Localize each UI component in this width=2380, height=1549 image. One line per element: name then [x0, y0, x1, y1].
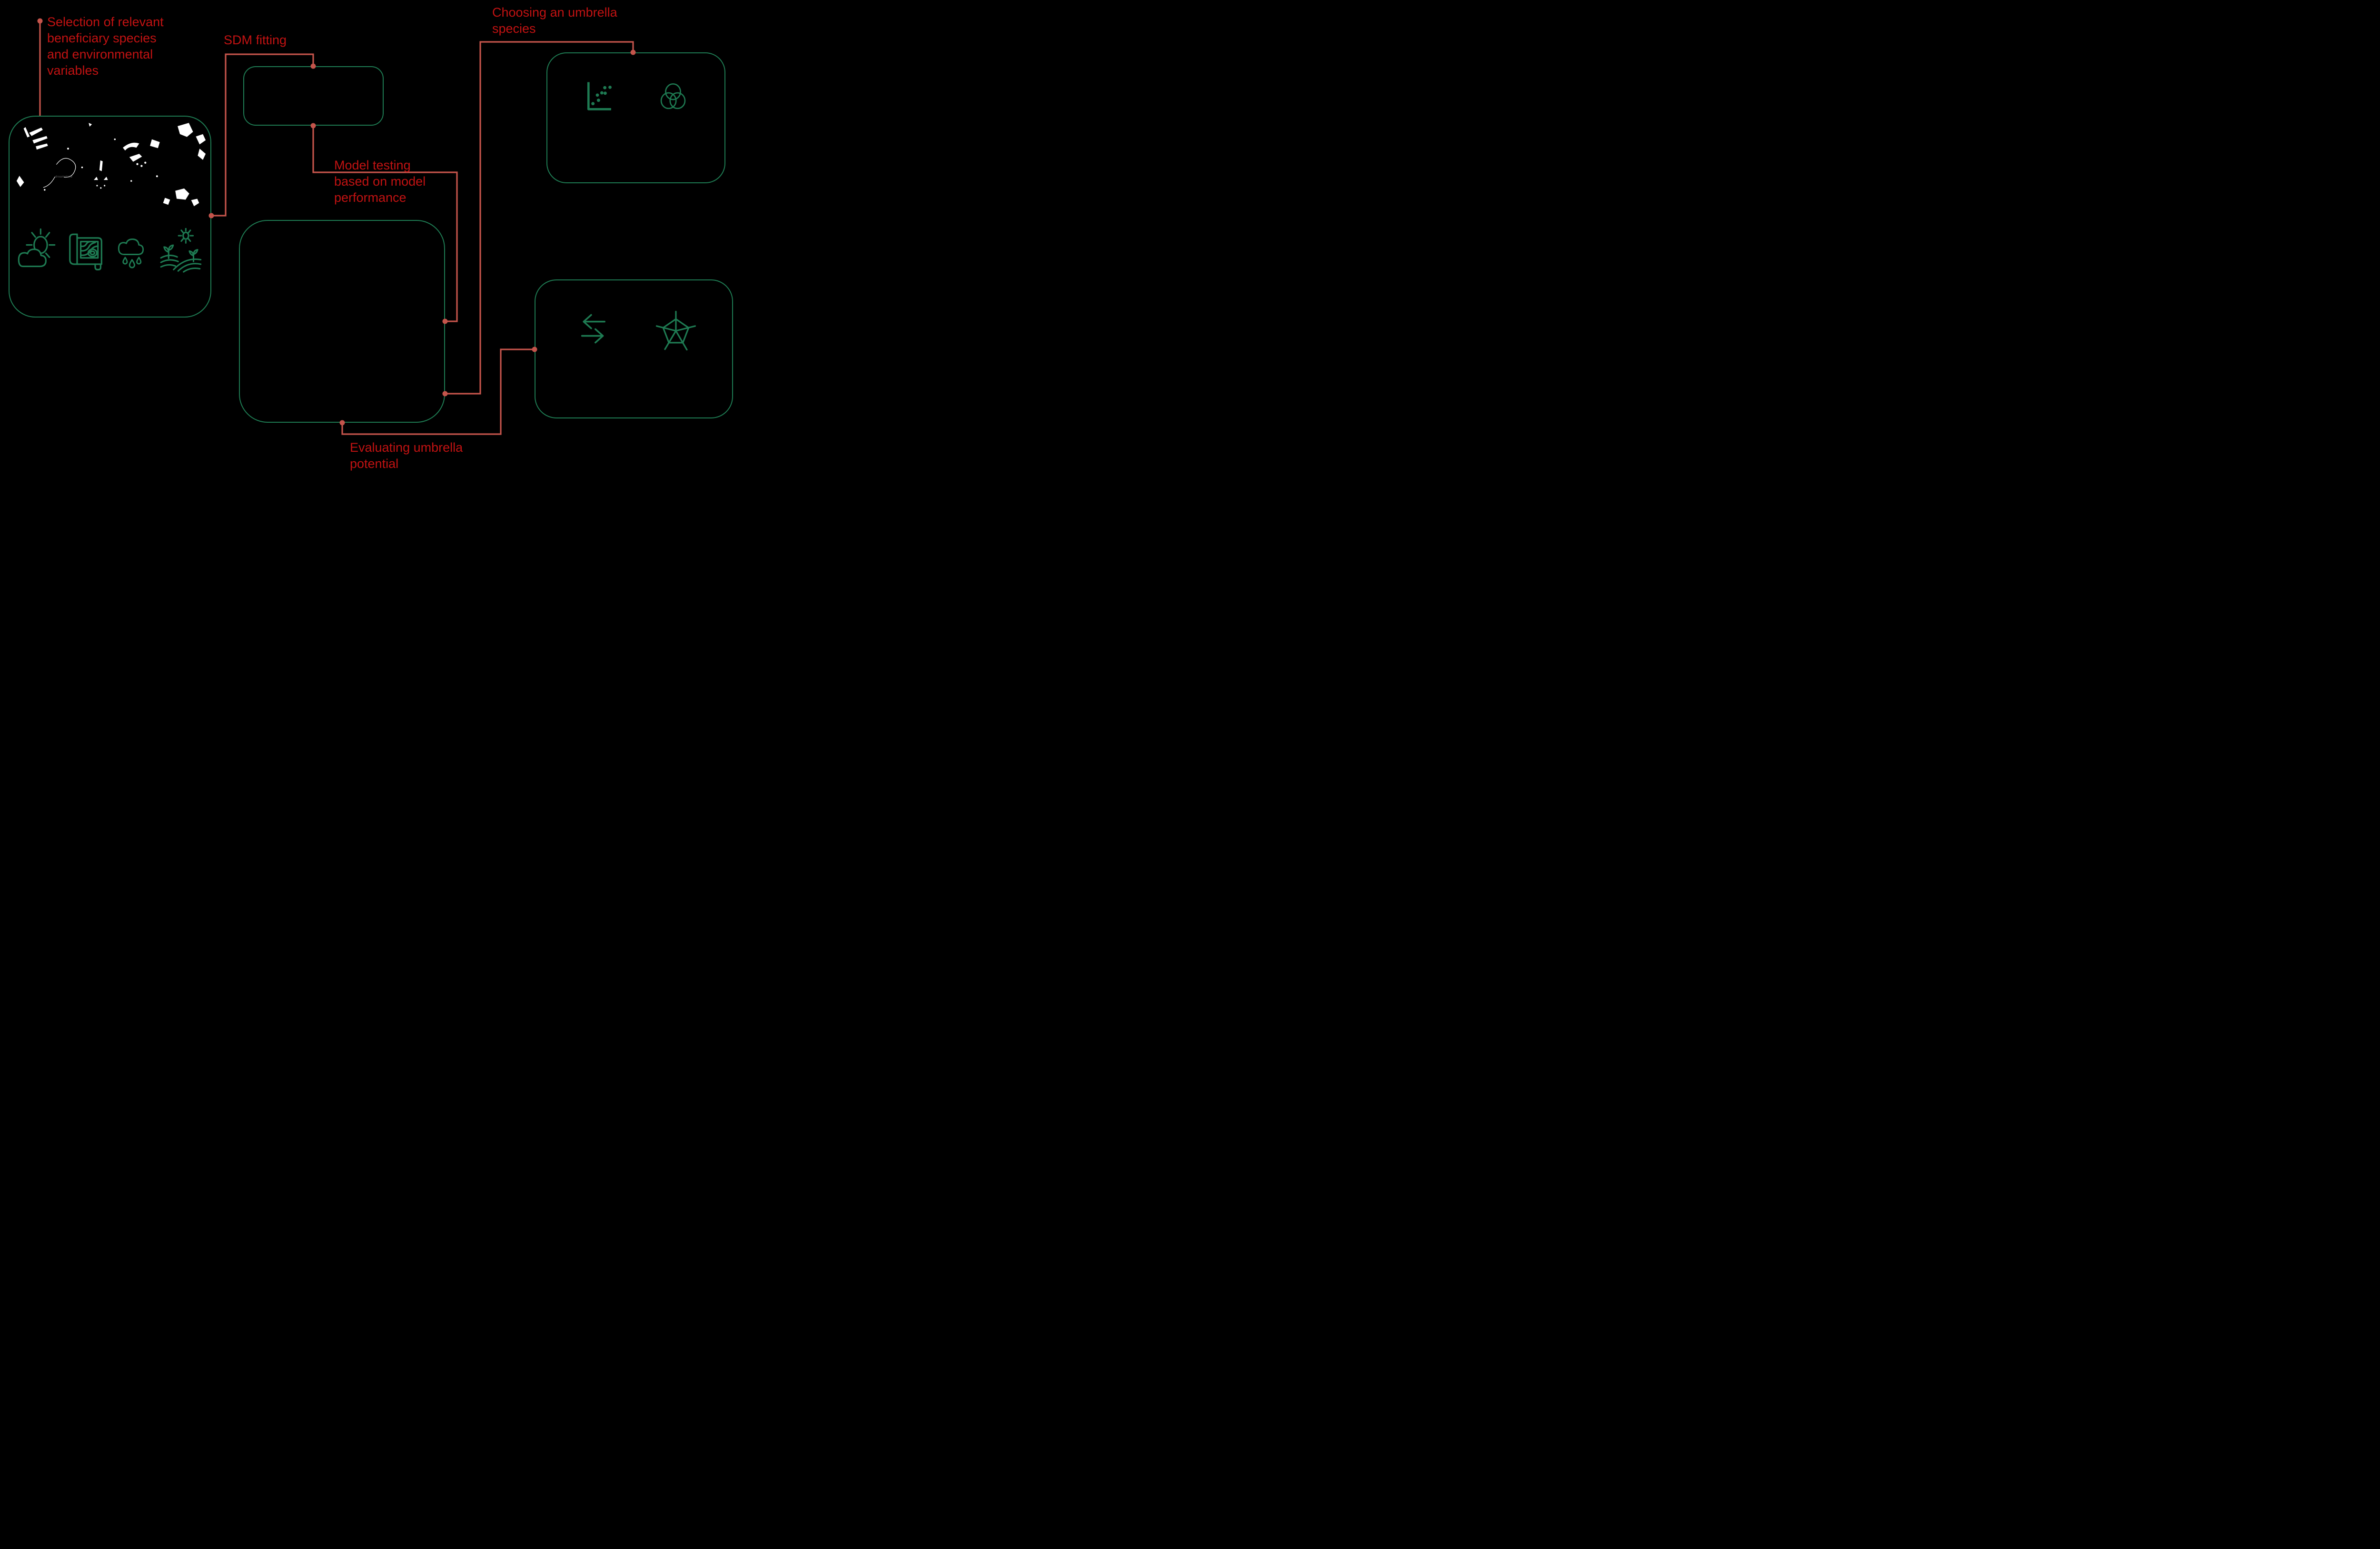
species-variables-box: dreamstime	[9, 116, 211, 318]
choosing-umbrella-step-label: Choosing an umbrella species	[492, 5, 617, 36]
topographic-map-icon	[69, 233, 103, 271]
evaluating-umbrella-step-label: Evaluating umbrella potential	[350, 440, 463, 471]
model-testing-box	[239, 220, 445, 423]
animal-silhouettes-image	[16, 123, 206, 207]
model-testing-step-label: Model testing based on model performance	[334, 158, 426, 205]
scatter-plot-icon	[587, 82, 612, 110]
sun-cloud-icon	[18, 228, 56, 268]
choosing-icon-row	[547, 79, 724, 117]
sdm-fitting-step-label: SDM fitting	[224, 33, 287, 47]
stock-photo-watermark: dreamstime	[55, 176, 73, 179]
connector-dot	[37, 18, 43, 24]
radar-web-icon	[655, 310, 696, 351]
environment-icon-row	[15, 228, 205, 273]
selection-step-label: Selection of relevant beneficiary specie…	[47, 15, 164, 78]
choosing-umbrella-box	[546, 52, 725, 183]
swap-arrows-icon	[581, 314, 605, 344]
field-landscape-icon	[160, 228, 202, 273]
rain-cloud-icon	[118, 238, 144, 268]
evaluating-umbrella-box	[535, 279, 733, 418]
sdm-fitting-box	[243, 66, 384, 126]
venn-diagram-icon	[660, 83, 686, 109]
sdm-workflow-diagram: dreamstime	[0, 0, 736, 477]
evaluating-icon-row	[536, 309, 732, 353]
